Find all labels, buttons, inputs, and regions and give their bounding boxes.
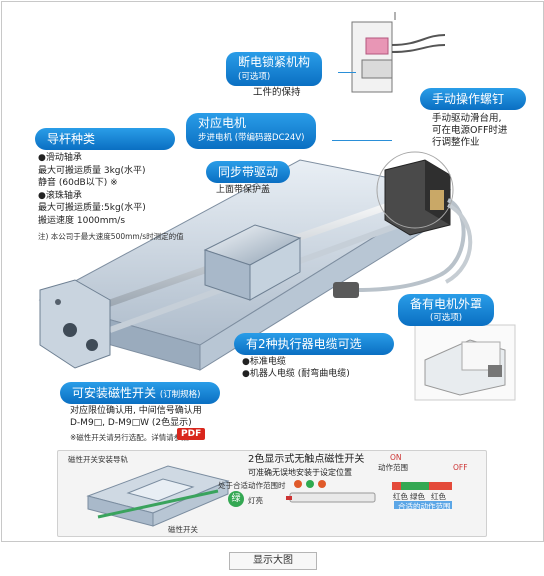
- switch-rail-illustration: [86, 465, 452, 527]
- suitable-label: 合适的动作范围: [398, 502, 451, 511]
- guide-note: 注) 本公司于最大速度500mm/s时测定的值: [38, 232, 184, 241]
- lamp-text: 灯亮: [248, 496, 263, 505]
- green-label: 绿色: [410, 492, 425, 501]
- belt-callout: 同步带驱动: [206, 161, 290, 183]
- brake-title: 断电锁紧机构: [238, 55, 311, 69]
- guide-line-3: 静音 (60dB以下) ※: [38, 178, 118, 188]
- switch-line-2: D-M9□, D-M9□W (2色显示): [70, 418, 192, 428]
- belt-body: 上面带保护盖: [216, 185, 271, 195]
- cover-callout: 备有电机外罩 (可选项): [398, 294, 495, 326]
- switch-label: 磁性开关: [168, 525, 198, 534]
- cable-line-1: ●标准电缆: [242, 357, 286, 367]
- cover-title: 备有电机外罩: [410, 297, 483, 311]
- guide-body: ●滑动轴承 最大可搬运质量 3kg(水平) 静音 (60dB以下) ※ ●滚珠轴…: [38, 152, 184, 244]
- lower-subtitle: 可准确无误地安装于设定位置: [248, 468, 352, 477]
- manual-line-3: 行调整作业: [432, 137, 480, 148]
- cable-line-2: ●机器人电缆 (耐弯曲电缆): [242, 369, 350, 379]
- green-badge: 绿: [228, 491, 244, 507]
- guide-title: 导杆种类: [47, 132, 96, 146]
- switch-line-1: 对应限位确认用, 中间信号确认用: [70, 406, 202, 416]
- switch-body: 对应限位确认用, 中间信号确认用 D-M9□, D-M9□W (2色显示) ※磁…: [70, 405, 202, 444]
- red-label-2: 红色: [431, 492, 446, 501]
- brake-leader: [338, 72, 356, 73]
- on-label: ON: [390, 453, 402, 462]
- manual-line-2: 可在电源OFF时进: [432, 125, 508, 136]
- guide-line-2: 最大可搬运质量 3kg(水平): [38, 165, 146, 176]
- switch-callout: 可安装磁性开关 (订制规格): [60, 382, 220, 404]
- manual-title: 手动操作螺钉: [432, 92, 505, 106]
- show-large-image-button[interactable]: 显示大图: [229, 552, 317, 570]
- motor-sub: 步进电机 (带编码器DC24V): [198, 133, 305, 143]
- pdf-link[interactable]: PDF: [177, 428, 206, 440]
- motor-callout: 对应电机 步进电机 (带编码器DC24V): [186, 113, 317, 149]
- off-label: OFF: [453, 463, 468, 472]
- switch-sub: (订制规格): [159, 390, 201, 400]
- manual-line-1: 手动驱动滑台用,: [432, 113, 502, 124]
- actuator-illustration: [38, 12, 516, 401]
- manual-callout: 手动操作螺钉: [420, 88, 526, 110]
- brake-body: 工件的保持: [253, 87, 301, 98]
- red-label-1: 红色: [393, 492, 408, 501]
- switch-detail-panel: 磁性开关安装导轨 磁性开关 2色显示式无触点磁性开关 可准确无误地安装于设定位置…: [57, 450, 487, 537]
- guide-line-5: 最大可搬运质量:5kg(水平): [38, 203, 146, 213]
- switch-title: 可安装磁性开关: [72, 386, 157, 400]
- switch-note: ※磁性开关请另行选配。详情请参照: [70, 433, 189, 442]
- manual-body: 手动驱动滑台用, 可在电源OFF时进 行调整作业: [432, 113, 507, 149]
- cable-callout: 有2种执行器电缆可选: [234, 333, 394, 355]
- cover-sub: (可选项): [429, 313, 463, 323]
- motor-title: 对应电机: [198, 116, 247, 130]
- motor-leader: [332, 140, 392, 141]
- brake-sub: (可选项): [238, 72, 271, 82]
- guide-line-4: ●滚珠轴承: [38, 190, 82, 201]
- guide-callout: 导杆种类: [35, 128, 175, 150]
- brake-callout: 断电锁紧机构 (可选项): [226, 52, 323, 86]
- range-label: 动作范围: [378, 463, 408, 472]
- cable-title: 有2种执行器电缆可选: [246, 337, 362, 351]
- belt-title: 同步带驱动: [218, 165, 279, 179]
- guide-line-6: 搬运速度 1000mm/s: [38, 215, 126, 226]
- lower-hint: 处于合适动作范围时: [218, 481, 286, 490]
- rail-label: 磁性开关安装导轨: [68, 455, 128, 464]
- lower-title: 2色显示式无触点磁性开关: [248, 454, 365, 465]
- cable-body: ●标准电缆 ●机器人电缆 (耐弯曲电缆): [242, 356, 350, 380]
- guide-line-1: ●滑动轴承: [38, 153, 82, 163]
